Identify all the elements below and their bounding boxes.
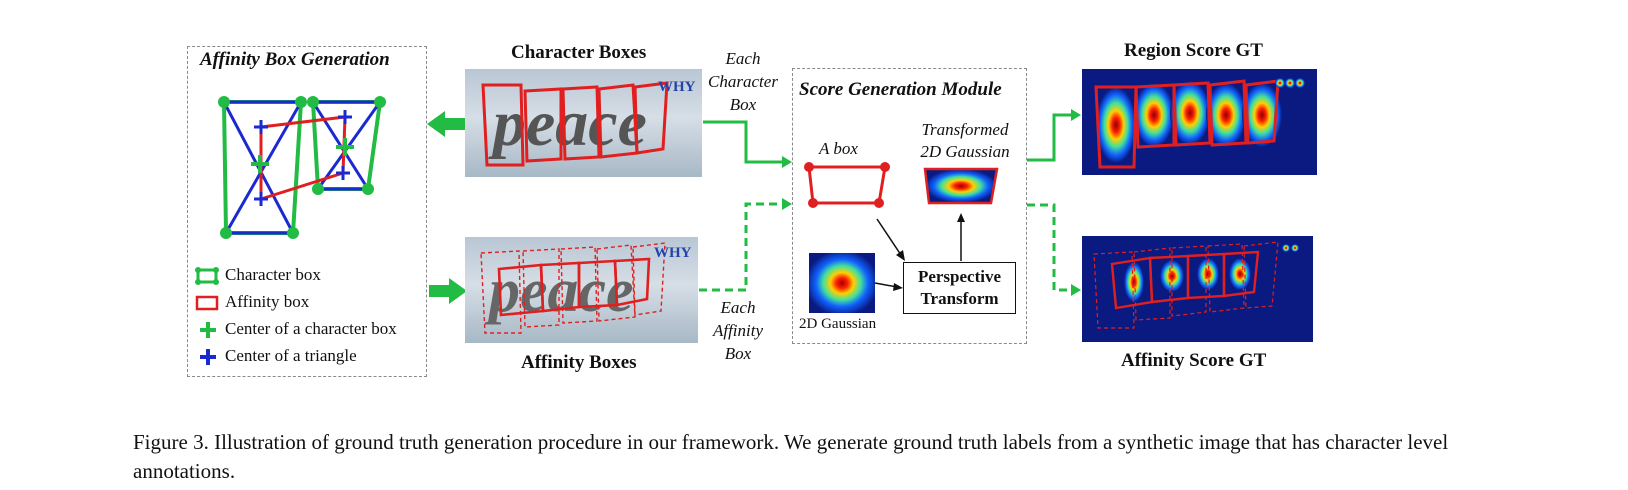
- region-score-title: Region Score GT: [1124, 40, 1263, 61]
- affinity-construction-diagram: [218, 96, 386, 239]
- gaussian-2d-image: [809, 253, 875, 313]
- affinity-box-legend-icon: [195, 295, 219, 311]
- score-generation-module: Score Generation Module A box Transforme…: [792, 68, 1027, 344]
- score-module-title: Score Generation Module: [799, 79, 1002, 100]
- legend-character-center: Center of a character box: [225, 319, 397, 338]
- affinity-box-generation-panel: Affinity Box Generation: [187, 46, 427, 377]
- a-box-label: A box: [819, 139, 858, 158]
- affinity-boxes-image: peace WHY: [465, 237, 698, 343]
- character-center-legend-icon: [200, 322, 216, 338]
- legend-triangle-center: Center of a triangle: [225, 346, 357, 365]
- character-boxes-image: peace WHY: [465, 69, 702, 177]
- character-word: peace: [488, 87, 647, 160]
- a-box-shape: [804, 162, 890, 208]
- figure-caption: Figure 3. Illustration of ground truth g…: [133, 430, 1449, 483]
- legend-character-box: Character box: [225, 265, 321, 284]
- character-box-legend-icon: [195, 267, 219, 285]
- triangle-center-legend-icon: [200, 349, 216, 365]
- arrow-left-icon: [427, 111, 465, 137]
- affinity-watermark: WHY: [654, 245, 692, 261]
- each-affinity-box-label: Each Affinity Box: [712, 298, 764, 363]
- arrow-right-icon: [429, 278, 467, 304]
- gaussian-2d-label: 2D Gaussian: [799, 316, 877, 332]
- character-watermark: WHY: [658, 79, 696, 95]
- region-score-heatmap: [1082, 69, 1317, 175]
- each-character-box-label: Each Character Box: [708, 49, 778, 114]
- affinity-boxes-title: Affinity Boxes: [521, 352, 637, 373]
- affinity-panel-title: Affinity Box Generation: [200, 49, 390, 70]
- affinity-score-title: Affinity Score GT: [1121, 350, 1267, 371]
- perspective-transform-box: Perspective Transform: [903, 262, 1016, 314]
- affinity-score-heatmap: [1082, 236, 1313, 342]
- flow-arrows: [874, 213, 965, 291]
- character-boxes-title: Character Boxes: [511, 42, 647, 63]
- legend-affinity-box: Affinity box: [225, 292, 310, 311]
- transformed-gaussian-image: [923, 167, 999, 205]
- transformed-gaussian-label: Transformed 2D Gaussian: [920, 120, 1010, 161]
